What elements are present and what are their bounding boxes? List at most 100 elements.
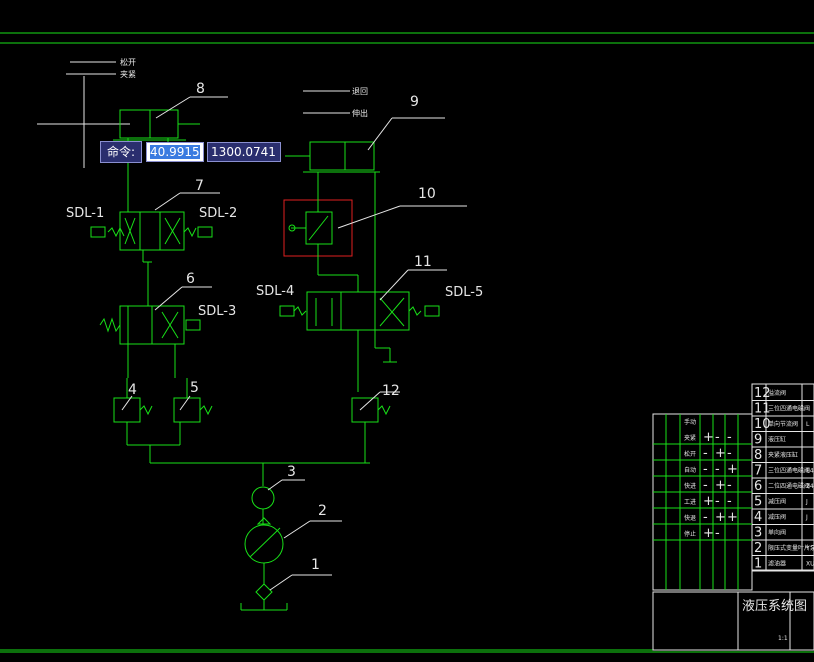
part-model-7: E4 xyxy=(806,468,814,475)
sign-cell: - xyxy=(727,430,732,445)
part-number-8: 8 xyxy=(754,448,762,463)
action-label: 工进 xyxy=(684,498,696,506)
part-number-7: 7 xyxy=(754,464,762,479)
legend-extend-text: 伸出 xyxy=(352,108,368,118)
pump-2: 2 xyxy=(244,503,342,564)
part-model-5: J xyxy=(805,499,808,506)
action-label: 自动 xyxy=(684,466,696,474)
sdl2-label: SDL-2 xyxy=(199,206,237,221)
sign-cell: + xyxy=(727,462,738,477)
part-model-1: XU xyxy=(806,561,814,568)
sign-cell: - xyxy=(727,494,732,509)
label-5: 5 xyxy=(190,380,199,396)
sign-cell: + xyxy=(715,510,726,525)
sign-cell: - xyxy=(715,494,720,509)
throttle-valve-10: 10 xyxy=(283,172,467,292)
sign-cell: - xyxy=(715,526,720,541)
part-name-1: 滤油器 xyxy=(768,560,786,568)
part-name-10: 单向节流阀 xyxy=(768,420,798,428)
command-label: 命令: xyxy=(100,141,143,163)
part-model-2: Y xyxy=(805,545,810,552)
legend-cylinder: 退回 伸出 xyxy=(303,87,368,118)
part-number-1: 1 xyxy=(754,557,762,572)
label-3: 3 xyxy=(287,464,296,480)
title-block-title: 液压系统图 xyxy=(742,599,807,614)
sign-cell: + xyxy=(703,494,714,509)
part-number-2: 2 xyxy=(754,541,762,556)
pressure-valve-12: 12 xyxy=(351,383,400,463)
part-name-5: 减压阀 xyxy=(768,498,786,506)
part-name-12: 溢流阀 xyxy=(768,389,786,397)
crosshair-cursor xyxy=(37,76,130,168)
sdl3-label: SDL-3 xyxy=(198,304,236,319)
action-label: 松开 xyxy=(684,450,696,458)
sign-cell: - xyxy=(703,462,708,477)
sign-cell: - xyxy=(727,446,732,461)
title-block-scale: 1:1 xyxy=(778,635,788,642)
filter-1: 1 xyxy=(240,557,332,611)
part-name-2: 限压式变量叶片泵 xyxy=(768,544,814,552)
part-model-6: 24 xyxy=(806,483,814,490)
label-10: 10 xyxy=(418,186,436,202)
label-8: 8 xyxy=(196,81,205,97)
part-name-7: 三位四通电磁阀 xyxy=(768,467,810,475)
part-number-6: 6 xyxy=(754,479,762,494)
action-label: 夹紧 xyxy=(684,434,696,442)
label-7: 7 xyxy=(195,178,204,194)
valve-11: 11 SDL-4 SDL-5 xyxy=(256,254,483,392)
label-6: 6 xyxy=(186,271,195,287)
label-2: 2 xyxy=(318,503,327,519)
cylinder-9: 9 xyxy=(285,94,445,173)
legend-clamp-text: 夹紧 xyxy=(120,69,136,79)
sdl4-label: SDL-4 xyxy=(256,284,294,299)
sign-cell: - xyxy=(703,510,708,525)
command-x-value: 40.9915 xyxy=(150,145,200,159)
part-name-6: 二位四通电磁阀 xyxy=(768,482,810,490)
sign-cell: - xyxy=(715,462,720,477)
label-4: 4 xyxy=(128,382,137,398)
command-x-input[interactable]: 40.9915 xyxy=(146,142,205,162)
sign-cell: - xyxy=(703,478,708,493)
sign-cell: - xyxy=(715,430,720,445)
part-model-10: L xyxy=(806,421,810,428)
part-number-3: 3 xyxy=(754,526,762,541)
valve-7: 7 SDL-1 SDL-2 xyxy=(66,178,237,263)
label-9: 9 xyxy=(410,94,419,110)
part-name-9: 液压缸 xyxy=(768,436,786,444)
pressure-valve-4: 4 xyxy=(113,378,153,445)
check-valve-3: 3 xyxy=(251,463,305,510)
sign-cell: + xyxy=(715,446,726,461)
sign-cell: + xyxy=(703,526,714,541)
legend-retract-text: 退回 xyxy=(352,87,368,96)
action-label: 停止 xyxy=(684,530,696,538)
legend-release-text: 松开 xyxy=(120,57,136,67)
sign-cell: + xyxy=(703,430,714,445)
clamp-cylinder-8: 8 xyxy=(113,81,228,195)
part-name-4: 减压阀 xyxy=(768,513,786,521)
part-name-11: 三位四通电磁阀 xyxy=(768,405,810,413)
pressure-valve-5: 5 xyxy=(173,378,213,445)
valve-6: 6 SDL-3 xyxy=(99,262,236,378)
label-1: 1 xyxy=(311,557,320,573)
action-label: 快进 xyxy=(684,482,696,490)
part-model-4: J xyxy=(805,514,808,521)
legend-clamp: 松开 夹紧 xyxy=(66,57,136,79)
action-label: 快退 xyxy=(684,514,696,522)
command-tooltip: 命令: 40.9915 1300.0741 xyxy=(100,141,282,163)
sdl5-label: SDL-5 xyxy=(445,285,483,300)
sign-cell: + xyxy=(727,510,738,525)
sign-cell: + xyxy=(715,478,726,493)
sdl1-label: SDL-1 xyxy=(66,206,104,221)
action-label: 手动 xyxy=(684,418,696,426)
part-number-5: 5 xyxy=(754,495,762,510)
sign-cell: - xyxy=(727,478,732,493)
part-number-4: 4 xyxy=(754,510,762,525)
label-11: 11 xyxy=(414,254,432,270)
command-y-input[interactable]: 1300.0741 xyxy=(207,142,282,162)
part-name-8: 夹紧液压缸 xyxy=(768,451,798,459)
part-name-3: 单向阀 xyxy=(768,529,786,537)
label-12: 12 xyxy=(382,383,400,399)
sign-cell: - xyxy=(703,446,708,461)
